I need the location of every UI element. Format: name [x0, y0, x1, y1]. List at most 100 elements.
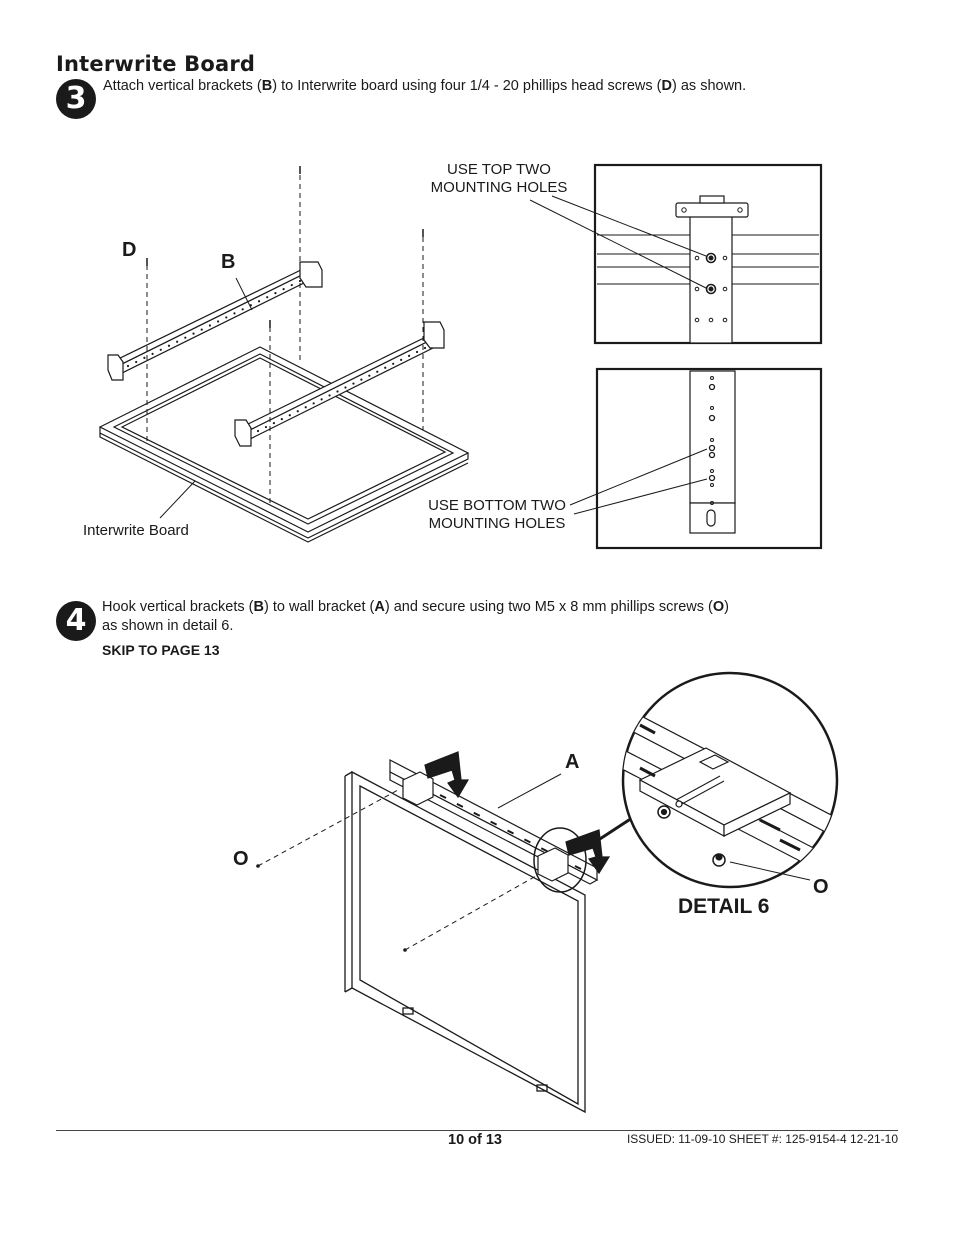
bracket-hole: [233, 312, 236, 315]
callout-top-line1: USE TOP TWO: [447, 161, 551, 178]
bracket-hole: [282, 287, 285, 291]
step-3-instruction: Attach vertical brackets (B) to Interwri…: [103, 77, 903, 96]
bracket-slot: [523, 838, 531, 844]
bracket-hole: [208, 324, 212, 327]
bracket-hole: [257, 300, 261, 303]
bracket-hole: [415, 350, 419, 354]
bracket-hole: [159, 348, 162, 351]
detail-6-circle: [621, 671, 839, 889]
detail-6-label: DETAIL 6: [678, 895, 769, 918]
bracket-hole: [368, 374, 371, 377]
bracket-hole: [328, 394, 331, 397]
instruction-part-text: ) as shown.: [672, 78, 747, 94]
step-3-badge: 3: [56, 79, 96, 119]
bracket-slot: [540, 847, 548, 853]
callout-bottom-line2: MOUNTING HOLES: [429, 515, 566, 532]
label-d: D: [122, 239, 136, 261]
callout-bottom-line1: USE BOTTOM TWO: [428, 497, 566, 514]
bracket-slot: [507, 829, 514, 835]
instruction-part-text: ) and secure using two M5 x 8 mm phillip…: [384, 599, 713, 615]
bracket-hole: [407, 354, 411, 358]
bracket-hole: [167, 344, 171, 347]
bracket-hole: [288, 414, 291, 417]
interwrite-board-drawing: [98, 346, 470, 543]
bracket-right-holes: [256, 346, 427, 433]
bracket-hole: [320, 398, 323, 401]
footer-rule: [56, 1130, 898, 1131]
bracket-hole: [135, 360, 138, 364]
bracket-hole: [274, 292, 277, 295]
step-4-badge: 4: [56, 601, 96, 641]
bracket-left-holes: [126, 279, 302, 368]
bracket-hole: [376, 370, 379, 373]
bracket-hole: [256, 429, 260, 433]
board-frame-drawing: [344, 770, 586, 1114]
bracket-hole: [312, 402, 315, 405]
instruction-part-letter: D: [661, 78, 672, 94]
vertical-bracket-right: [234, 321, 445, 447]
bracket-slot: [490, 820, 498, 826]
instruction-part-letter: B: [253, 599, 264, 615]
bracket-hole: [290, 283, 293, 287]
bracket-hole: [423, 346, 427, 350]
label-interwrite-board: Interwrite Board: [83, 522, 189, 539]
instruction-part-text: Hook vertical brackets (: [102, 599, 254, 615]
detail-marker-circle: [533, 827, 587, 893]
label-o-left: O: [233, 848, 249, 870]
detail-bottom-holes: [595, 367, 823, 550]
bracket-hole: [241, 308, 244, 311]
skip-note: SKIP TO PAGE 13: [102, 642, 220, 658]
instruction-part-text: ) to Interwrite board using four 1/4 - 2…: [272, 78, 662, 94]
instruction-part-text: ) to wall bracket (: [263, 599, 375, 615]
step-4-instruction-line1: Hook vertical brackets (B) to wall brack…: [102, 598, 902, 617]
bracket-hole: [126, 364, 130, 368]
instruction-part-letter: O: [712, 599, 725, 615]
instruction-part-text: ): [724, 599, 729, 615]
bracket-hole: [264, 425, 268, 429]
bracket-slot: [439, 794, 447, 799]
vertical-bracket-left: [107, 261, 323, 381]
bracket-slot: [473, 811, 481, 817]
bracket-hole: [280, 418, 283, 421]
bracket-slot: [574, 865, 582, 870]
bracket-hole: [304, 406, 307, 409]
issued-sheet-info: ISSUED: 11-09-10 SHEET #: 125-9154-4 12-…: [626, 1132, 898, 1146]
instruction-part-letter: A: [374, 599, 385, 615]
bracket-hooks: [402, 771, 569, 882]
detail-top-holes: [593, 163, 823, 345]
bracket-hole: [200, 328, 203, 331]
page-number: 10 of 13: [448, 1132, 502, 1148]
screw-d-lines: [146, 175, 424, 505]
bracket-hole: [216, 320, 220, 323]
section-title: Interwrite Board: [56, 52, 256, 76]
callout-top-line2: MOUNTING HOLES: [431, 179, 568, 196]
bracket-hole: [298, 279, 302, 283]
bracket-hole: [400, 358, 403, 361]
bracket-hole: [392, 362, 395, 365]
bracket-hole: [266, 296, 269, 299]
screw-d-icons: [146, 166, 424, 328]
bracket-hole: [225, 316, 228, 319]
bracket-hole: [192, 332, 195, 335]
bracket-hole: [360, 378, 363, 381]
bracket-hole: [384, 366, 387, 369]
instruction-part-text: Attach vertical brackets (: [103, 78, 262, 94]
label-b: B: [221, 251, 235, 273]
bracket-hole: [184, 336, 187, 339]
screw-o-lines: [257, 789, 537, 951]
bracket-hole: [344, 386, 347, 389]
bracket-slot: [456, 802, 464, 808]
bracket-hole: [143, 356, 146, 360]
bracket-hole: [151, 352, 154, 355]
bracket-hole: [176, 340, 179, 343]
bracket-hole: [336, 390, 339, 393]
bracket-hole: [272, 421, 276, 425]
instruction-part-letter: B: [261, 78, 273, 94]
bracket-hole: [296, 410, 299, 413]
bracket-hole: [352, 382, 355, 385]
step-4-instruction-line2: as shown in detail 6.: [102, 618, 234, 634]
label-o-right: O: [813, 876, 829, 898]
label-a: A: [565, 751, 579, 773]
